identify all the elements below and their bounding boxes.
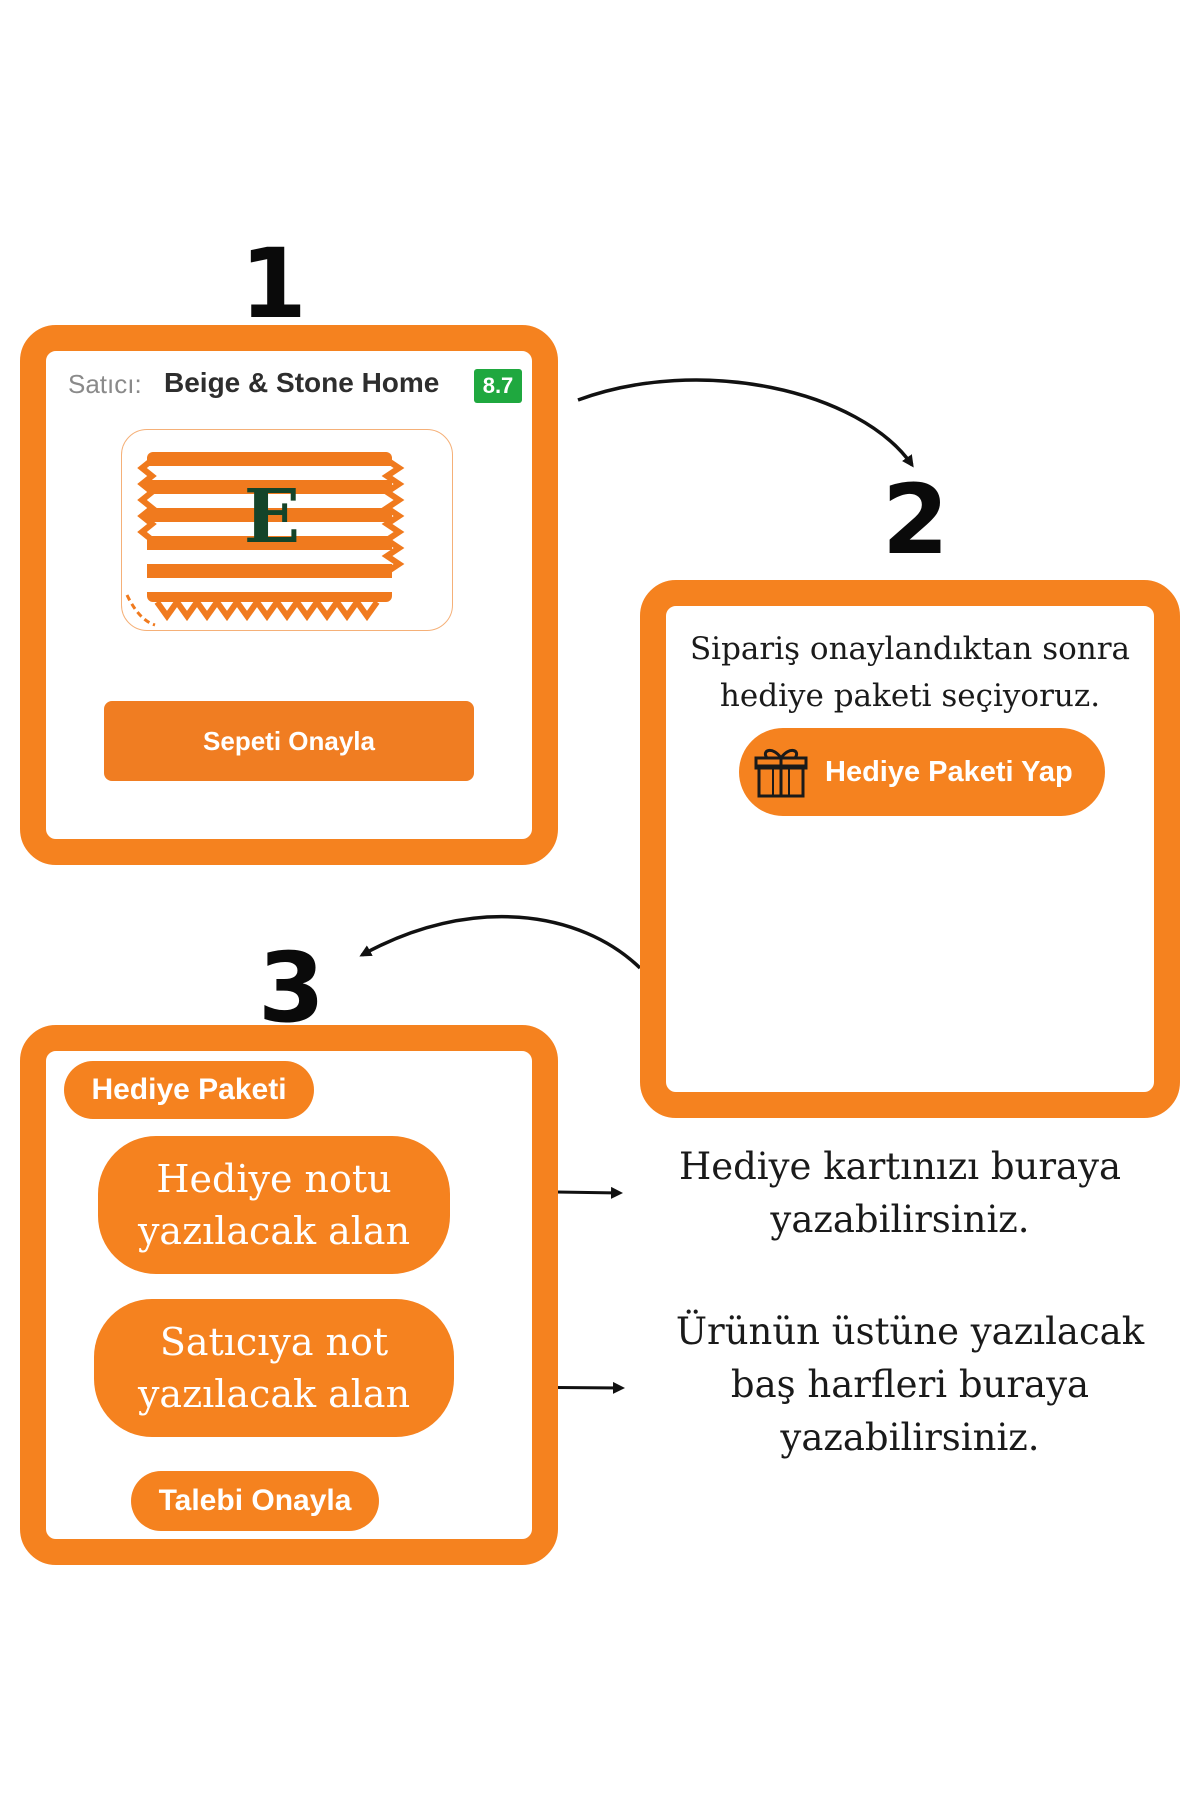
confirm-cart-button[interactable]: Sepeti Onayla xyxy=(104,701,474,781)
initials-explanation-line2: baş harfleri buraya xyxy=(730,1363,1090,1406)
seller-score-badge: 8.7 xyxy=(474,369,522,403)
gift-package-title: Hediye Paketi xyxy=(64,1061,314,1119)
seller-note-line1: Satıcıya not xyxy=(159,1320,389,1364)
seller-label: Satıcı: xyxy=(68,369,142,399)
gift-card-explanation: Hediye kartınızı buraya yazabilirsiniz. xyxy=(640,1140,1160,1246)
step2-instruction: Sipariş onaylandıktan sonra hediye paket… xyxy=(666,626,1154,720)
step2-panel: Sipariş onaylandıktan sonra hediye paket… xyxy=(640,580,1180,1118)
arrow-icon xyxy=(577,378,914,468)
seller-note-field[interactable]: Satıcıya not yazılacak alan xyxy=(94,1299,454,1437)
product-monogram: E xyxy=(244,474,300,560)
step-number-1: 1 xyxy=(240,228,307,340)
gift-wrap-button[interactable]: Hediye Paketi Yap xyxy=(739,728,1105,816)
gift-wrap-button-label: Hediye Paketi Yap xyxy=(825,756,1073,788)
step1-panel: Satıcı: Beige & Stone Home 8.7 E Sepeti … xyxy=(20,325,558,865)
seller-note-line2: yazılacak alan xyxy=(137,1372,411,1416)
seller-name[interactable]: Beige & Stone Home xyxy=(164,367,440,398)
step3-panel: Hediye Paketi Hediye notu yazılacak alan… xyxy=(20,1025,558,1565)
step2-instruction-line1: Sipariş onaylandıktan sonra xyxy=(689,631,1131,667)
gift-note-line1: Hediye notu xyxy=(156,1157,392,1201)
gift-icon xyxy=(754,749,808,798)
gift-card-explanation-line2: yazabilirsiniz. xyxy=(770,1198,1030,1241)
step2-instruction-line2: hediye paketi seçiyoruz. xyxy=(719,678,1101,714)
gift-note-field[interactable]: Hediye notu yazılacak alan xyxy=(98,1136,450,1274)
step-number-2: 2 xyxy=(882,464,949,576)
approve-request-button[interactable]: Talebi Onayla xyxy=(131,1471,379,1531)
initials-explanation-line1: Ürünün üstüne yazılacak xyxy=(675,1310,1145,1353)
gift-note-line2: yazılacak alan xyxy=(137,1209,411,1253)
step-number-3: 3 xyxy=(258,932,325,1044)
product-image[interactable]: E xyxy=(121,429,453,631)
initials-explanation: Ürünün üstüne yazılacak baş harfleri bur… xyxy=(640,1305,1180,1464)
initials-explanation-line3: yazabilirsiniz. xyxy=(780,1416,1040,1459)
gift-card-explanation-line1: Hediye kartınızı buraya xyxy=(678,1145,1122,1188)
arrow-icon xyxy=(359,914,642,970)
